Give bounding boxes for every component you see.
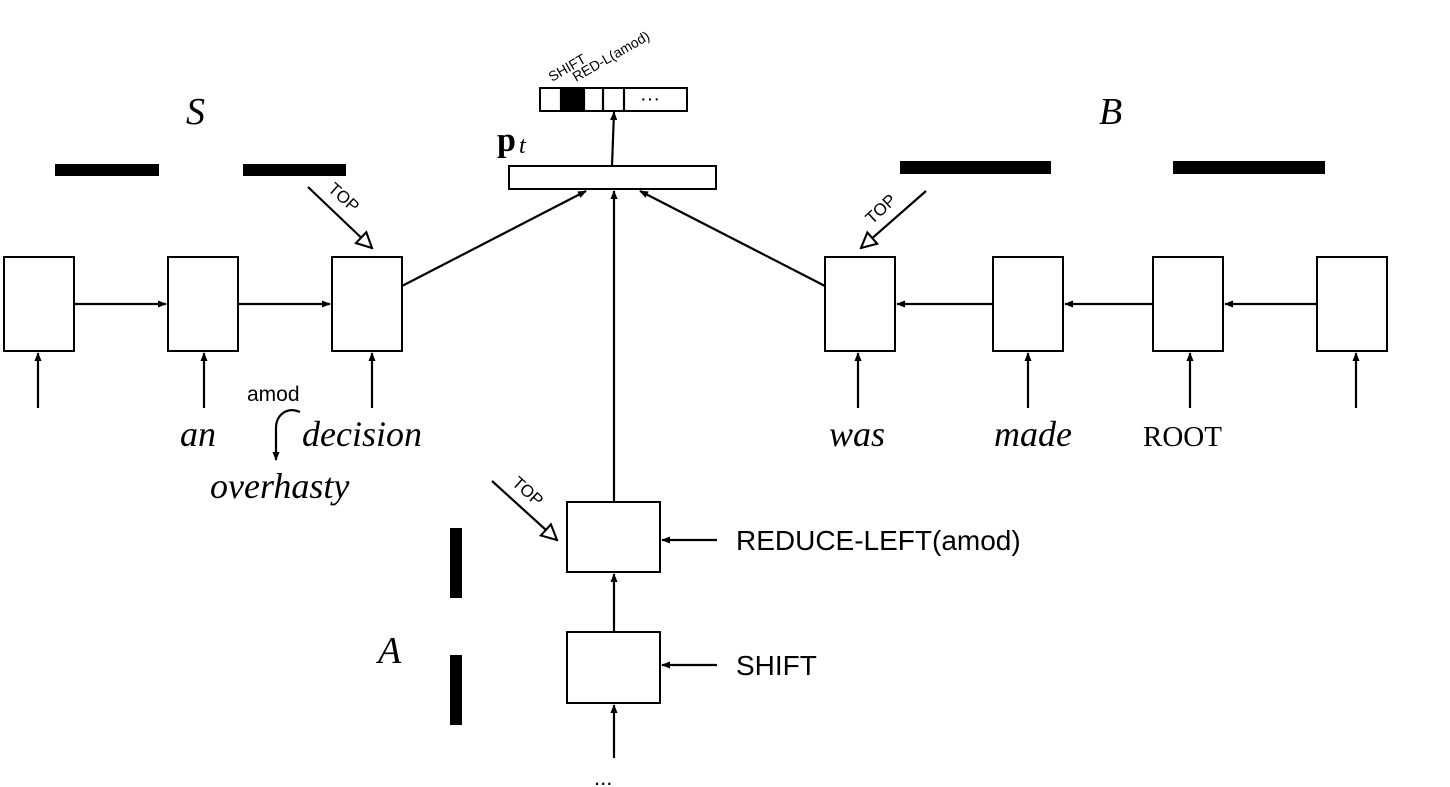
buffer-top-label: TOP [862,190,900,228]
buffer-to-pt-arrow [639,190,826,287]
output-ellipsis: ··· [640,88,660,110]
buffer-top-pointer [861,190,927,248]
word-was: was [829,414,885,454]
buffer-lstm-cell [992,256,1064,352]
actions-label: A [375,630,402,672]
action-lstm-cell [566,631,661,704]
buffer-bar [900,161,1051,174]
dependency-label: amod [247,383,300,406]
word-decision: decision [302,414,422,454]
word-an: an [180,414,216,454]
buffer-label: B [1099,91,1122,133]
pt-layer [508,165,717,190]
action-shift: SHIFT [736,650,817,681]
stack-lstm-cell [3,256,75,352]
word-root: ROOT [1143,421,1222,453]
action-reduce-left: REDUCE-LEFT(amod) [736,525,1021,556]
stack-lstm-cell [167,256,239,352]
stack-bar [243,164,346,176]
buffer-lstm-cell-top [824,256,896,352]
stack-to-pt-arrow [401,190,587,287]
buffer-bar [1173,161,1325,174]
word-overhasty: overhasty [210,466,349,506]
word-made: made [994,414,1072,454]
actions-bar [450,528,462,598]
action-lstm-cell-top [566,501,661,573]
prob-symbol: p [497,122,516,159]
actions-top-label: TOP [508,473,546,510]
stack-lstm-cell-top [331,256,403,352]
stack-label: S [186,91,205,133]
output-distribution: ··· SHIFT RED-L(amod) [539,28,688,112]
stack-top-pointer [307,186,372,248]
stack-bar [55,164,159,176]
stack-top-label: TOP [324,179,362,216]
actions-continuation: ... [594,765,612,787]
actions-bar [450,655,462,725]
pt-to-output-arrow [610,111,618,167]
buffer-lstm-cell [1316,256,1388,352]
buffer-lstm-cell [1152,256,1224,352]
actions-top-pointer [491,480,557,540]
prob-subscript: t [519,133,527,159]
dependency-arc [272,409,301,461]
output-cell-selected [561,88,584,111]
